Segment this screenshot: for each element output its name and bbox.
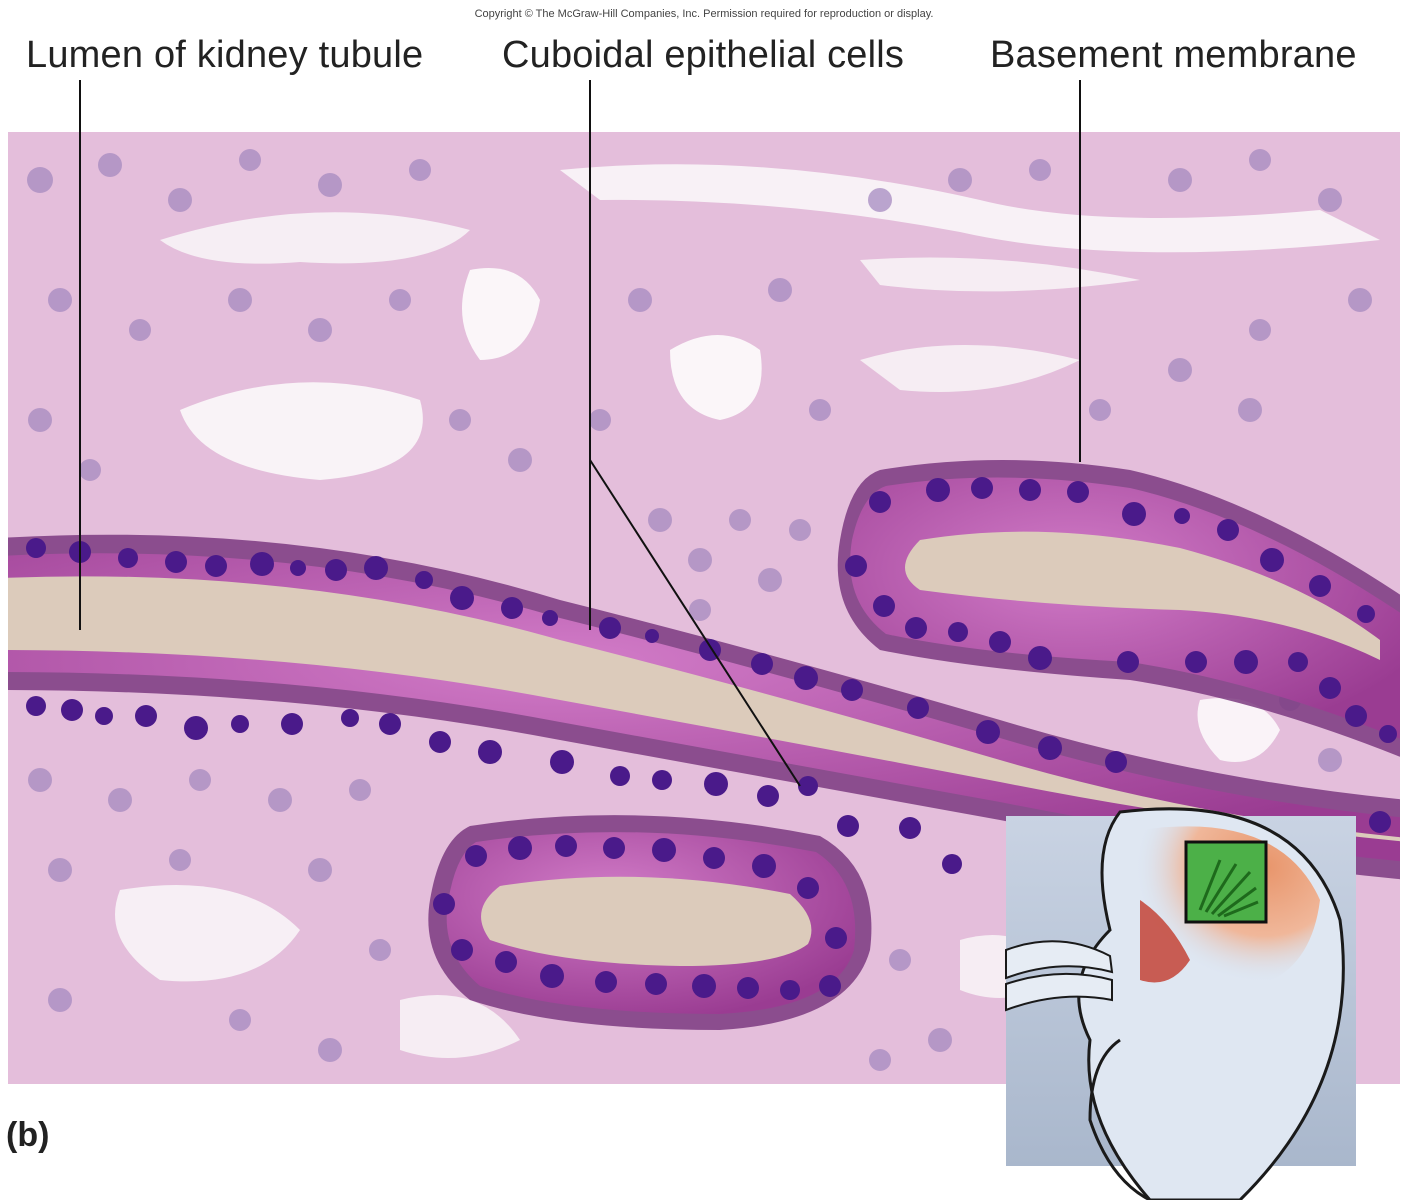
renal-vessel: [1005, 940, 1114, 980]
leader-line-cuboidal-2: [589, 459, 801, 787]
label-cuboidal-epithelial-cells: Cuboidal epithelial cells: [502, 34, 905, 76]
ureter: [1005, 972, 1113, 1012]
leader-lines: [79, 80, 1081, 787]
lower-oval-nuclei: [433, 835, 847, 1000]
lumen-main: [8, 576, 1400, 842]
label-lumen-of-kidney-tubule: Lumen of kidney tubule: [26, 34, 424, 76]
copyright-notice: Copyright © The McGraw-Hill Companies, I…: [474, 8, 934, 20]
panel-letter: (b): [6, 1116, 50, 1154]
kidney-locator-inset: [1005, 807, 1356, 1200]
lumen-upper-right: [905, 531, 1380, 660]
tubule-lower-oval: [428, 815, 872, 1030]
upper-right-nuclei: [845, 477, 1397, 743]
background-nuclei: [27, 149, 1372, 1071]
tubule-main: [8, 534, 1400, 880]
tubule-upper-right: [837, 460, 1400, 757]
lumen-lower-oval: [481, 876, 812, 966]
main-tubule-nuclei: [26, 538, 1391, 874]
label-basement-membrane: Basement membrane: [990, 34, 1357, 76]
